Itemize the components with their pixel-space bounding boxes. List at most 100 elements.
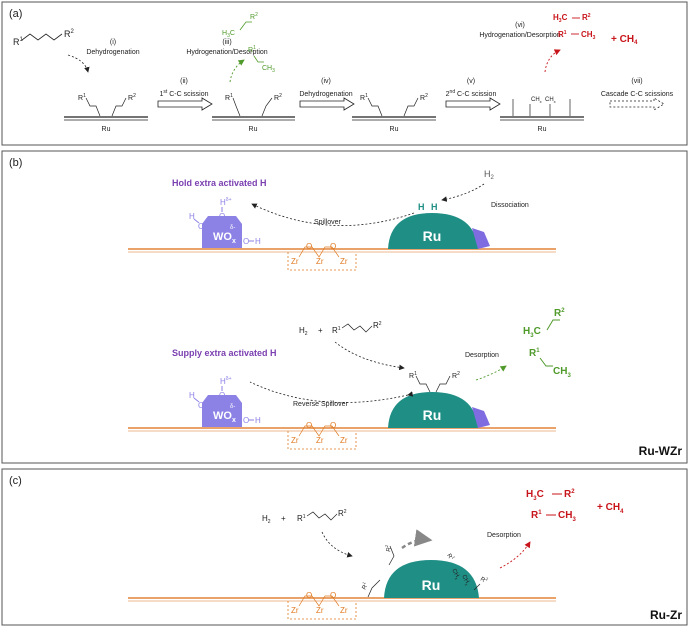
step-v-arrow (445, 97, 501, 111)
svg-text:R1: R1 (225, 93, 233, 102)
step-i-number: (i) (110, 39, 116, 46)
svg-text:+: + (281, 514, 286, 523)
svg-text:O: O (330, 242, 336, 251)
step-vii-arrow (609, 97, 665, 111)
wox-cluster-1: WOx δ- H O Hδ+ O O H (189, 197, 261, 248)
svg-text:CH3: CH3 (558, 510, 576, 523)
svg-text:R2: R2 (554, 308, 565, 319)
svg-text:Zr: Zr (291, 606, 299, 615)
svg-text:δ-: δ- (230, 225, 235, 231)
svg-text:R1: R1 (248, 45, 256, 54)
svg-text:H: H (255, 237, 261, 246)
step-iv-arrow (299, 97, 355, 111)
svg-text:O: O (330, 591, 336, 600)
svg-text:R1: R1 (360, 93, 368, 102)
reactant-arrow-c (321, 531, 353, 558)
svg-text:O: O (198, 222, 204, 231)
svg-text:O: O (306, 242, 312, 251)
panel-b-frame (1, 150, 688, 464)
svg-text:+ CH4: + CH4 (597, 502, 624, 515)
panel-a-label: (a) (9, 8, 22, 20)
reactant-arrow-b (334, 341, 405, 371)
step-iii-label: Hydrogenation/Desorption (186, 49, 267, 56)
red-products-c: H3C R2 R1 CH3 + CH4 (526, 489, 624, 523)
svg-text:R2: R2 (64, 29, 75, 39)
svg-text:R2: R2 (452, 371, 460, 380)
svg-text:R2: R2 (250, 12, 258, 21)
zr-site-1: Zr Zr Zr O O (287, 242, 357, 271)
svg-text:CH3: CH3 (553, 366, 571, 379)
svg-text:CHx: CHx (531, 97, 542, 104)
panel-c-label: (c) (9, 475, 22, 487)
svg-text:H2: H2 (262, 514, 271, 525)
step-iv-number: (iv) (321, 78, 331, 85)
step-iii-arrow (229, 59, 245, 83)
reverse-spillover-arrow (249, 381, 414, 403)
svg-text:R2: R2 (338, 509, 347, 518)
svg-text:H: H (418, 202, 425, 212)
zr-site-2: Zr Zr Zr O O (287, 421, 357, 450)
step-ii-arrow (157, 97, 213, 111)
svg-text:R1: R1 (78, 93, 86, 102)
reactant-b: H2 + R1 R2 (299, 321, 382, 337)
svg-text:O: O (306, 591, 312, 600)
svg-text:Ru: Ru (423, 407, 442, 423)
migration-arrow-c (401, 529, 433, 550)
desorption-arrow-c (499, 541, 531, 569)
step-vii-label: Cascade C-C scissions (601, 91, 674, 98)
reactant-chain: R1 R2 (13, 29, 75, 47)
svg-text:H3C: H3C (222, 30, 235, 39)
svg-text:CHx: CHx (449, 568, 460, 581)
svg-text:Ru: Ru (538, 126, 547, 133)
ru-particle-3: Ru R1 R2 R1 CHx CHx R2 (361, 544, 490, 598)
svg-text:+ CH4: + CH4 (611, 34, 638, 46)
desorption-label-c: Desorption (487, 532, 521, 539)
step-vi-arrow (544, 49, 561, 73)
desorption-label-b: Desorption (465, 352, 499, 359)
svg-text:H3C: H3C (523, 326, 541, 339)
svg-text:R1: R1 (297, 514, 306, 523)
svg-text:δ-: δ- (230, 404, 235, 410)
step-v-number: (v) (467, 78, 475, 85)
spillover-arrow (251, 203, 415, 226)
svg-text:R2: R2 (383, 544, 393, 553)
svg-text:H3C: H3C (526, 489, 544, 502)
catalyst-label-b: Ru-WZr (639, 444, 683, 458)
svg-text:WOx: WOx (213, 410, 236, 424)
panel-b-label: (b) (9, 157, 22, 169)
svg-text:O: O (219, 212, 225, 221)
ru-particle-2: Ru R1 R2 (388, 371, 490, 428)
svg-text:Zr: Zr (291, 257, 299, 266)
svg-text:R1: R1 (332, 326, 341, 335)
step-ii-number: (ii) (180, 78, 188, 85)
svg-text:R1: R1 (13, 37, 24, 47)
green-products-b: R2 H3C R1 CH3 (523, 308, 571, 379)
svg-text:CH3: CH3 (581, 30, 596, 41)
step-v-label: 2nd C-C scission (446, 89, 497, 98)
desorption-arrow-b (475, 365, 507, 381)
svg-text:Ru: Ru (422, 577, 441, 593)
svg-text:CHx: CHx (545, 97, 556, 104)
svg-text:Ru: Ru (102, 126, 111, 133)
step-i-arrow (67, 54, 90, 73)
reverse-spillover-label: Reverse Spillover (293, 401, 349, 408)
step-vii-number: (vii) (631, 78, 642, 85)
ru-particle-1: Ru H H (388, 202, 490, 249)
ru-surface-4: Ru CHx CHx (500, 97, 584, 133)
svg-text:Zr: Zr (340, 436, 348, 445)
svg-text:R2: R2 (582, 13, 591, 22)
ru-surface-2: Ru R1 R2 (212, 93, 295, 133)
svg-text:R2: R2 (128, 93, 136, 102)
svg-text:O: O (219, 391, 225, 400)
svg-text:Ru: Ru (249, 126, 258, 133)
svg-text:Zr: Zr (316, 606, 324, 615)
support-line-c (128, 597, 556, 602)
svg-text:H: H (431, 202, 438, 212)
step-iii-number: (iii) (222, 39, 231, 46)
svg-text:H3C: H3C (553, 13, 568, 24)
reactant-c: H2 + R1 R2 (262, 509, 347, 525)
svg-text:O: O (243, 416, 249, 425)
svg-text:R2: R2 (373, 321, 382, 330)
svg-text:R1: R1 (531, 510, 542, 521)
green-products-a: R2 H3C R1 CH3 (222, 12, 275, 74)
